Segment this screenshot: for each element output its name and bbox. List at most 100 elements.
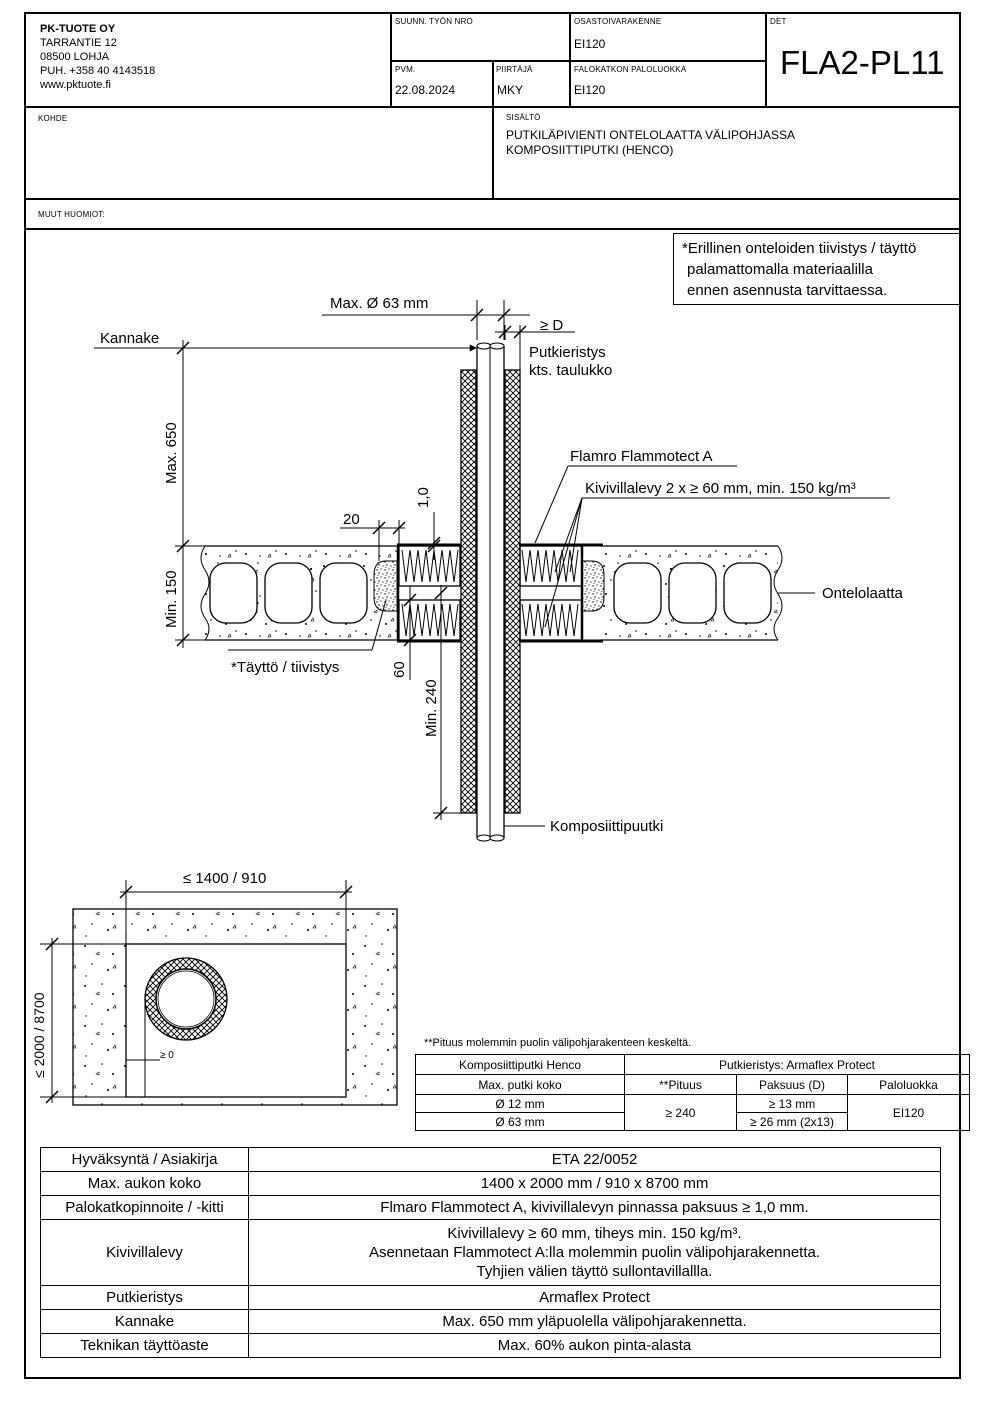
mineral-wool-leader (544, 497, 583, 628)
drawer-label: PIIRTÄJÄ (496, 65, 533, 74)
dim-gap-0 (126, 1000, 160, 1097)
divider (765, 12, 767, 107)
row-value-line: Kivivillalevy ≥ 60 mm, tiheys min. 150 k… (447, 1225, 742, 1242)
gap-0-label: ≥ 0 (160, 1050, 174, 1061)
pipe-spec-table: Komposiittiputki Henco Putkieristys: Arm… (415, 1054, 970, 1131)
pipe-header: Komposiittiputki Henco (415, 1054, 625, 1075)
dim-20-label: 20 (343, 511, 360, 528)
slab-label: Ontelolaatta (822, 585, 904, 602)
other-notes-label: MUUT HUOMIOT: (38, 210, 105, 219)
insulation-label-1: Putkieristys (529, 344, 606, 361)
mineral-wool-boards (396, 543, 603, 643)
row-key: Putkieristys (40, 1285, 249, 1310)
row1-size: Ø 12 mm (415, 1094, 625, 1113)
det-label: DET (770, 17, 787, 26)
installation-note: *Erillinen onteloiden tiivistys / täyttö… (673, 233, 960, 305)
coating-leader (534, 465, 569, 544)
dim-1-0-label: 1,0 (415, 487, 432, 508)
row-value: Armaflex Protect (248, 1285, 941, 1310)
max-650-label: Max. 650 (163, 422, 180, 484)
table-row: Palokatkopinnoite / -kitti Flmaro Flammo… (40, 1195, 941, 1220)
hanger-label: Kannake (100, 330, 159, 347)
col-thickness: Paksuus (D) (736, 1074, 848, 1095)
max-diameter-label: Max. Ø 63 mm (330, 295, 428, 312)
fire-class-value: EI120 (847, 1094, 970, 1131)
fire-class-label: FALOKATKON PALOLUOKKA (574, 65, 687, 74)
row-value: Max. 650 mm yläpuolella välipohjarakenne… (248, 1309, 941, 1334)
pipe-plan (155, 968, 217, 1030)
company-phone: PUH. +358 40 4143518 (40, 65, 156, 77)
row-value: Kivivillalevy ≥ 60 mm, tiheys min. 150 k… (248, 1219, 941, 1286)
row-value: Flmaro Flammotect A, kivivillalevyn pinn… (248, 1195, 941, 1220)
main-spec-table: Hyväksyntä / Asiakirja ETA 22/0052 Max. … (40, 1147, 941, 1358)
dim-min-150 (175, 540, 205, 648)
insulation-header: Putkieristys: Armaflex Protect (624, 1054, 970, 1075)
content-line-2: KOMPOSIITTIPUTKI (HENCO) (506, 143, 674, 157)
company-name: PK-TUOTE OY (40, 23, 116, 35)
table-row: Teknikan täyttöaste Max. 60% aukon pinta… (40, 1333, 941, 1358)
row-key: Kannake (40, 1309, 249, 1334)
divider (492, 106, 494, 199)
divider (492, 60, 494, 107)
content-label: SISÄLTÖ (506, 113, 541, 122)
col-length: **Pituus (624, 1074, 737, 1095)
table-row: Kannake Max. 650 mm yläpuolella välipohj… (40, 1309, 941, 1334)
row-key: Palokatkopinnoite / -kitti (40, 1195, 249, 1220)
coating-label: Flamro Flammotect A (570, 448, 713, 465)
dim-height (40, 937, 126, 1104)
table-row: Putkieristys Armaflex Protect (40, 1285, 941, 1310)
dim-min-240 (433, 585, 461, 820)
dim-insulation-thickness (495, 325, 575, 370)
component-value: EI120 (574, 37, 606, 51)
row-key: Kivivillalevy (40, 1219, 249, 1286)
company-postal: 08500 LOHJA (40, 51, 110, 63)
col-size: Max. putki koko (415, 1074, 625, 1095)
dim-60-label: 60 (391, 661, 408, 678)
table-row: Max. aukon koko 1400 x 2000 mm / 910 x 8… (40, 1171, 941, 1196)
dim-20 (340, 520, 406, 561)
dim-1-0 (427, 512, 441, 560)
divider (390, 60, 766, 62)
component-label: OSASTOIVARAKENNE (574, 17, 662, 26)
row2-thickness: ≥ 26 mm (2x13) (736, 1112, 848, 1131)
note-line-1: *Erillinen onteloiden tiivistys / täyttö (682, 240, 917, 257)
row-value-line: Asennetaan Flammotect A:lla molemmin puo… (368, 1244, 821, 1261)
mineral-wool-leader (569, 497, 583, 573)
filling-leader (371, 599, 387, 651)
plan-drawing: ≤ 1400 / 910 ≤ 2000 / 8700 ≥ 0 (31, 870, 398, 1106)
min-240-label: Min. 240 (423, 679, 440, 737)
company-street: TARRANTIE 12 (40, 37, 117, 49)
row2-size: Ø 63 mm (415, 1112, 625, 1131)
divider (24, 198, 961, 200)
company-block: PK-TUOTE OY TARRANTIE 12 08500 LOHJA PUH… (40, 22, 155, 92)
dim-width (119, 880, 353, 944)
insulation-label-2: kts. taulukko (529, 362, 612, 379)
fire-class-value: EI120 (574, 83, 606, 97)
row-key: Teknikan täyttöaste (40, 1333, 249, 1358)
date-value: 22.08.2024 (395, 83, 456, 97)
pipe-label: Komposiittipuutki (550, 818, 663, 835)
mineral-wool-leader (554, 497, 583, 573)
row-value: ETA 22/0052 (248, 1147, 941, 1172)
table-row: Kivivillalevy Kivivillalevy ≥ 60 mm, tih… (40, 1219, 941, 1286)
gap-d-label: ≥ D (540, 317, 563, 334)
row-value-line: Tyhjien välien täyttö sullontavillallla. (476, 1263, 713, 1280)
pipe-insulation-left (460, 369, 477, 814)
dim-60 (403, 586, 417, 680)
row1-thickness: ≥ 13 mm (736, 1094, 848, 1113)
content-line-1: PUTKILÄPIVIENTI ONTELOLAATTA VÄLIPOHJASS… (506, 128, 795, 142)
composite-pipe (476, 342, 505, 842)
row-key: Max. aukon koko (40, 1171, 249, 1196)
section-drawing: Max. Ø 63 mm ≥ D Kannake Putkieristys kt… (94, 295, 904, 842)
pipe-inner-wall (157, 970, 215, 1028)
height-dim-label: ≤ 2000 / 8700 (31, 992, 47, 1078)
row-key: Hyväksyntä / Asiakirja (40, 1147, 249, 1172)
length-value: ≥ 240 (624, 1094, 737, 1131)
mineral-wool-label: Kivivillalevy 2 x ≥ 60 mm, min. 150 kg/m… (585, 480, 856, 497)
det-value: FLA2-PL11 (780, 44, 945, 81)
divider (569, 12, 571, 107)
width-dim-label: ≤ 1400 / 910 (183, 870, 266, 887)
hollow-core-slab-left (200, 545, 397, 641)
min-150-label: Min. 150 (163, 570, 180, 628)
note-line-3: ennen asennusta tarvittaessa. (687, 282, 888, 299)
